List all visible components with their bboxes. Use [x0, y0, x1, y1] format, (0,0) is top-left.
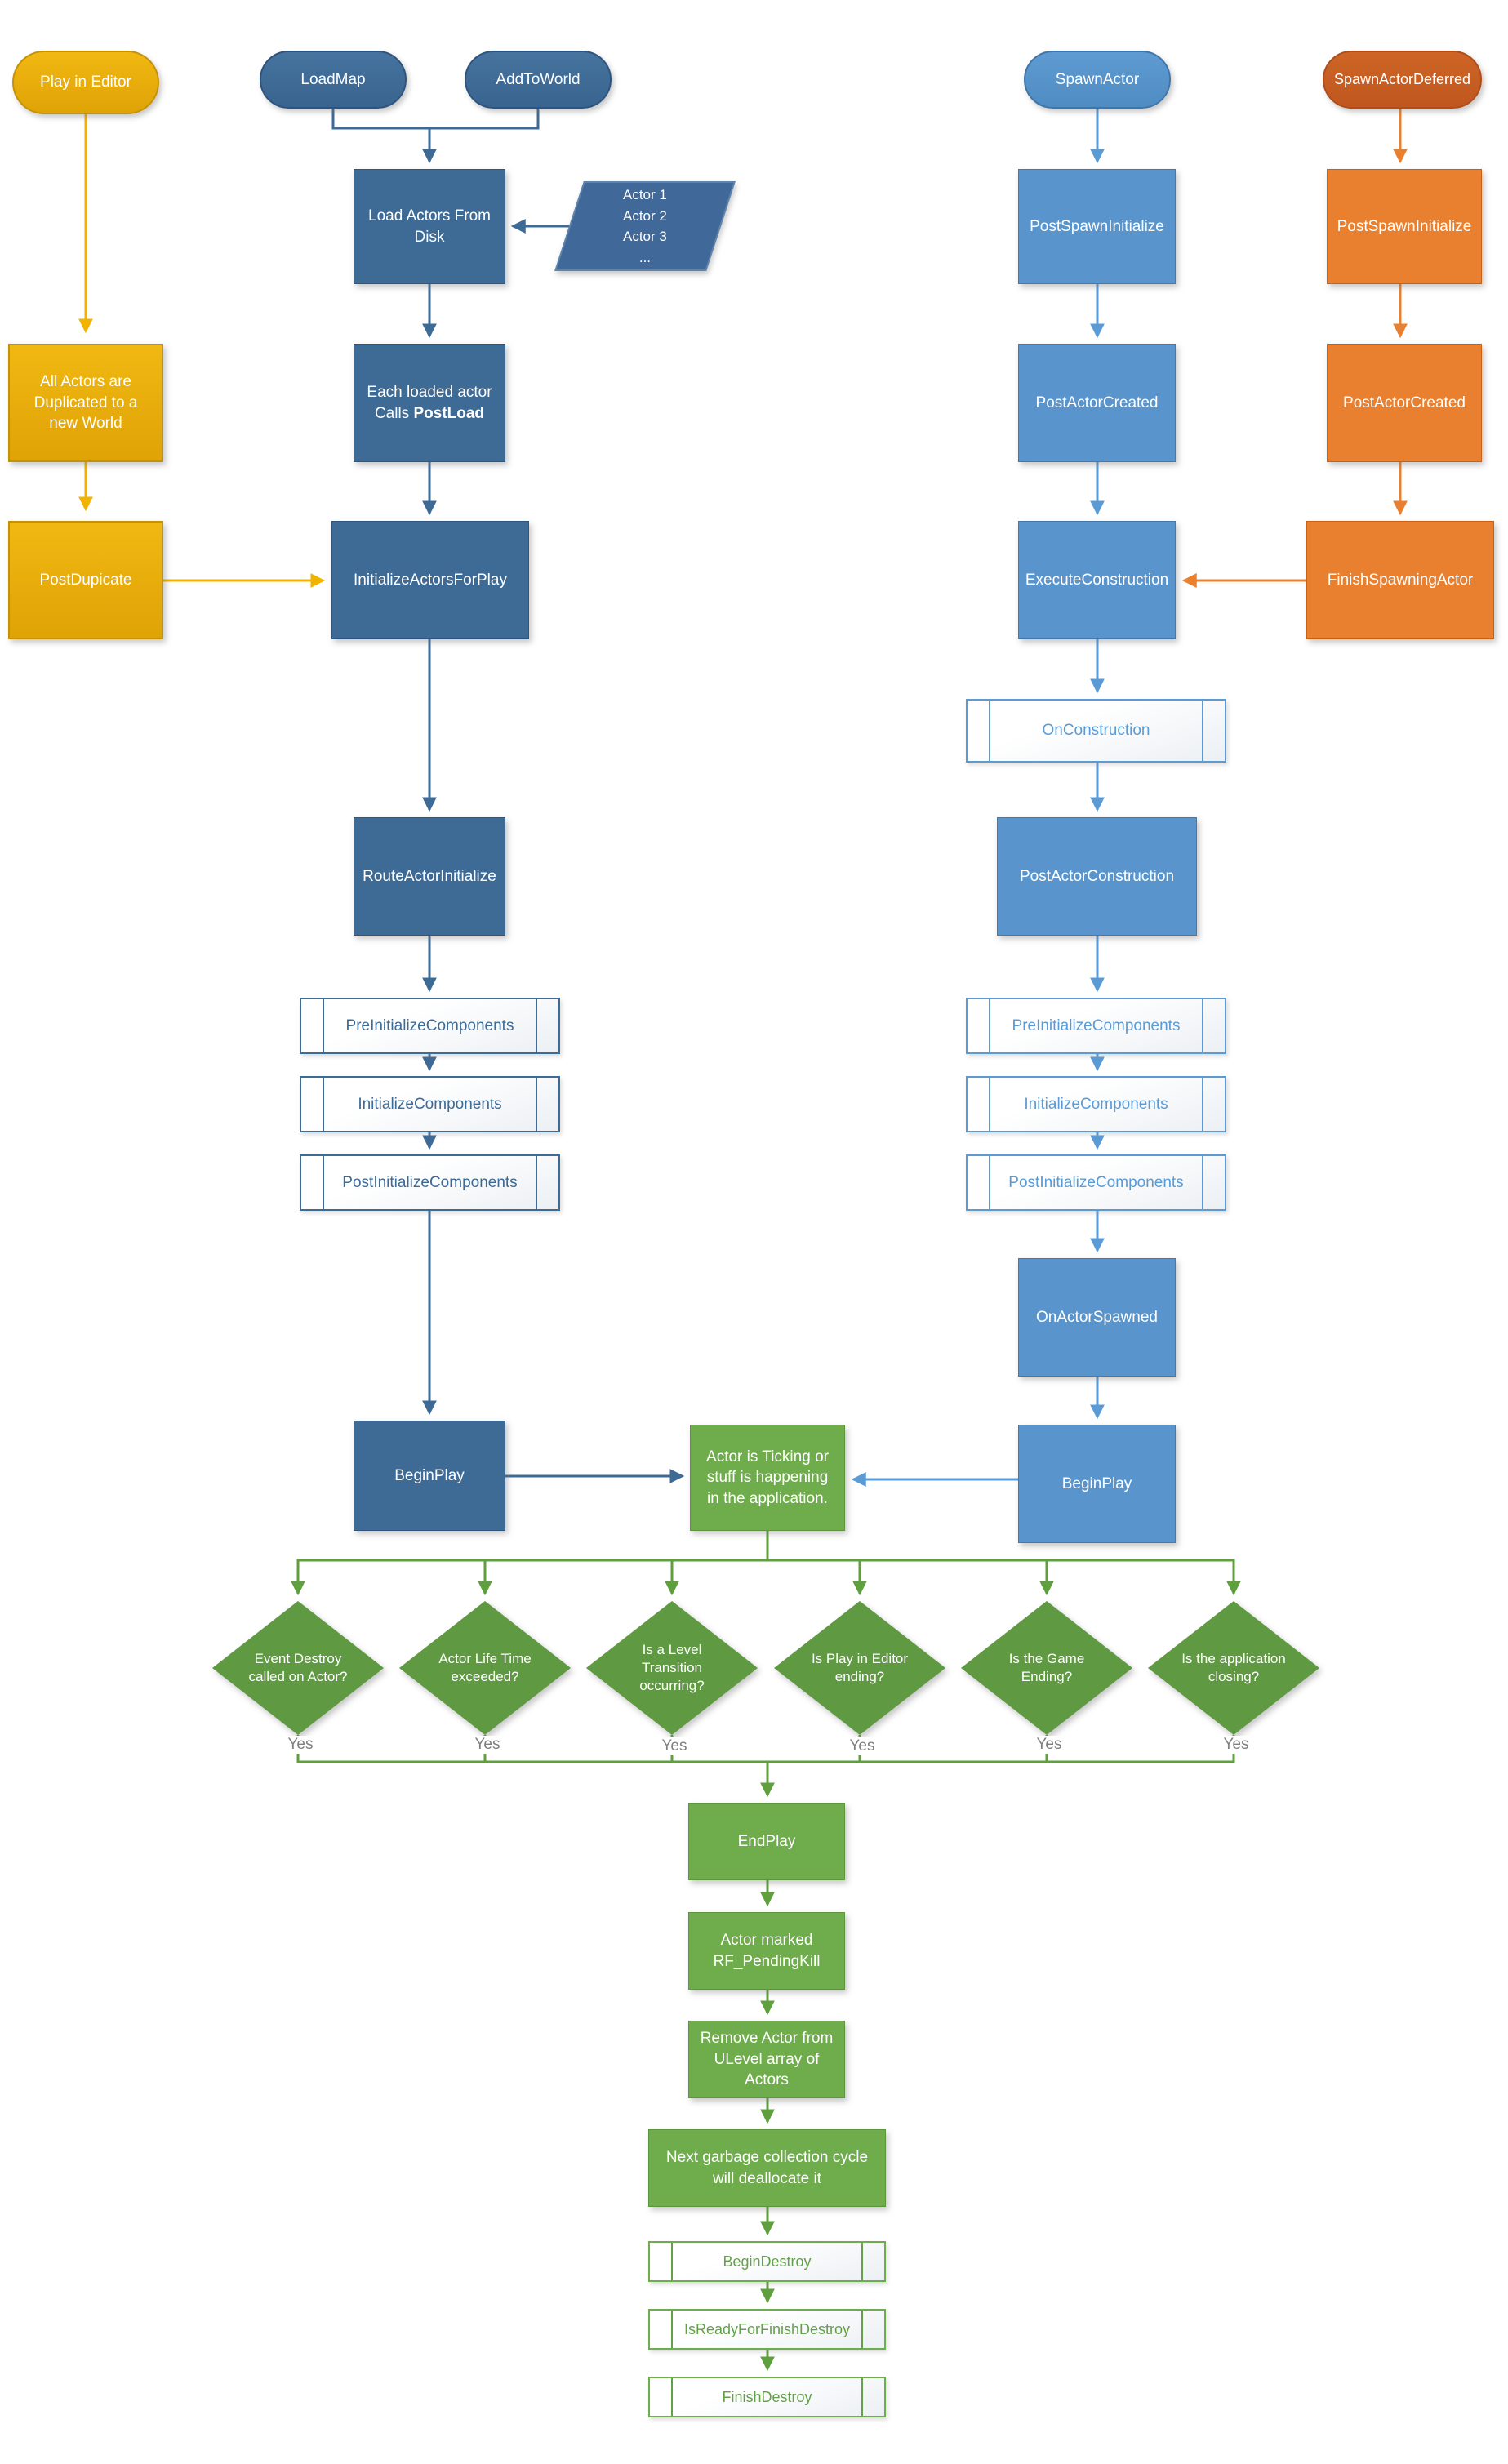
node-play-in-editor: Play in Editor: [12, 51, 159, 114]
node-on-construction: OnConstruction: [966, 699, 1226, 763]
node-execute-construction: ExecuteConstruction: [1018, 521, 1176, 639]
node-post-actor-construction: PostActorConstruction: [997, 817, 1197, 936]
decision-application-closing: Is the application closing?: [1148, 1601, 1319, 1735]
yes-label-5: Yes: [1022, 1736, 1076, 1754]
node-post-initialize-components-right: PostInitializeComponents: [966, 1154, 1226, 1211]
node-is-ready-for-finish-destroy: IsReadyForFinishDestroy: [648, 2309, 886, 2350]
node-load-map: LoadMap: [260, 51, 407, 109]
node-begin-destroy: BeginDestroy: [648, 2241, 886, 2282]
decision-pie-ending: Is Play in Editor ending?: [774, 1601, 945, 1735]
node-initialize-components-right: InitializeComponents: [966, 1076, 1226, 1132]
decision-level-transition: Is a Level Transition occurring?: [586, 1601, 758, 1735]
yes-label-1: Yes: [274, 1736, 327, 1754]
node-post-initialize-components-left: PostInitializeComponents: [300, 1154, 560, 1211]
node-actor-marked-pending-kill: Actor marked RF_PendingKill: [688, 1912, 845, 1990]
node-on-actor-spawned: OnActorSpawned: [1018, 1258, 1176, 1377]
actor-list-text: Actor 1 Actor 2 Actor 3 ...: [623, 187, 667, 265]
node-pre-initialize-components-right: PreInitializeComponents: [966, 998, 1226, 1054]
decision-event-destroy: Event Destroy called on Actor?: [212, 1601, 384, 1735]
yes-label-2: Yes: [460, 1736, 514, 1754]
yes-label-6: Yes: [1209, 1736, 1263, 1754]
node-post-actor-created-orange: PostActorCreated: [1327, 344, 1482, 462]
node-route-actor-initialize: RouteActorInitialize: [354, 817, 505, 936]
node-garbage-collection: Next garbage collection cycle will deall…: [648, 2129, 886, 2207]
node-begin-play-right: BeginPlay: [1018, 1425, 1176, 1543]
node-pre-initialize-components-left: PreInitializeComponents: [300, 998, 560, 1054]
node-all-actors-duplicated: All Actors are Duplicated to a new World: [8, 344, 163, 462]
node-add-to-world: AddToWorld: [465, 51, 612, 109]
node-post-spawn-initialize-orange: PostSpawnInitialize: [1327, 169, 1482, 284]
node-actor-list: Actor 1 Actor 2 Actor 3 ...: [554, 181, 736, 271]
node-initialize-actors-for-play: InitializeActorsForPlay: [331, 521, 529, 639]
yes-label-3: Yes: [647, 1737, 701, 1755]
node-load-actors-from-disk: Load Actors From Disk: [354, 169, 505, 284]
node-end-play: EndPlay: [688, 1803, 845, 1880]
node-finish-destroy: FinishDestroy: [648, 2377, 886, 2417]
node-post-spawn-initialize-blue: PostSpawnInitialize: [1018, 169, 1176, 284]
node-remove-actor-from-ulevel: Remove Actor from ULevel array of Actors: [688, 2021, 845, 2098]
node-initialize-components-left: InitializeComponents: [300, 1076, 560, 1132]
node-actor-ticking: Actor is Ticking or stuff is happening i…: [690, 1425, 845, 1531]
decision-life-time-exceeded: Actor Life Time exceeded?: [399, 1601, 571, 1735]
node-spawn-actor: SpawnActor: [1024, 51, 1171, 109]
node-begin-play-left: BeginPlay: [354, 1421, 505, 1531]
node-each-loaded-actor: Each loaded actor Calls PostLoad: [354, 344, 505, 462]
node-spawn-actor-deferred: SpawnActorDeferred: [1323, 51, 1482, 109]
node-post-actor-created-blue: PostActorCreated: [1018, 344, 1176, 462]
node-post-dupicate: PostDupicate: [8, 521, 163, 639]
yes-label-4: Yes: [835, 1737, 889, 1755]
node-finish-spawning-actor: FinishSpawningActor: [1306, 521, 1494, 639]
decision-game-ending: Is the Game Ending?: [961, 1601, 1132, 1735]
